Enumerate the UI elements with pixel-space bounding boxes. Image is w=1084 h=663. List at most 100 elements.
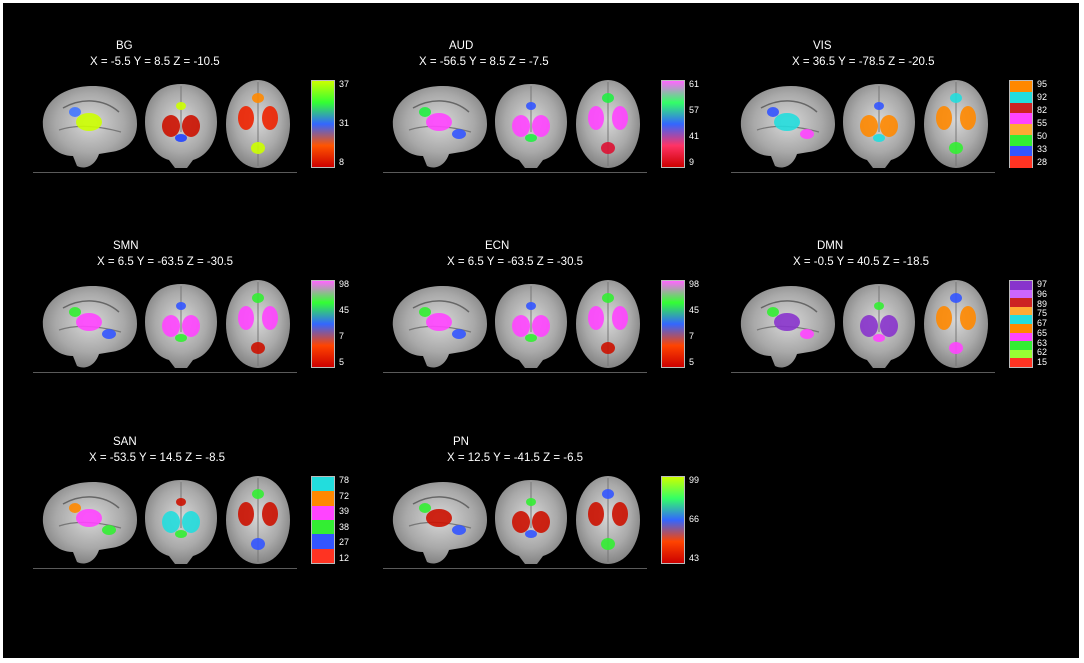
coronal-slice (843, 284, 915, 368)
colorbar (1009, 280, 1033, 368)
colorbar (661, 476, 685, 564)
colorbar-segment (1010, 324, 1032, 334)
colorbar-tick-label: 7 (339, 331, 345, 341)
brain-slices (731, 272, 1001, 372)
panel-title: DMN (817, 240, 844, 252)
colorbar-tick-label: 7 (689, 331, 695, 341)
sagittal-slice (740, 286, 835, 368)
colorbar-tick-label: 62 (1037, 347, 1048, 358)
colorbar-segment (1010, 298, 1032, 308)
colorbar-segment (1010, 156, 1032, 168)
colorbar-gradient (662, 281, 684, 367)
colorbar-tick-label: 28 (1037, 157, 1048, 167)
colorbar-tick-label: 38 (339, 521, 350, 532)
colorbar-tick-label: 98 (689, 279, 700, 289)
colorbar-tick-label: 92 (1037, 92, 1048, 102)
panel-divider (731, 172, 995, 173)
colorbar-tick-label: 99 (689, 475, 700, 485)
brain-slices-image (392, 476, 640, 564)
colorbar-tick-label: 55 (1037, 118, 1048, 128)
panel-divider (383, 172, 647, 173)
colorbar-tick-label: 75 (1037, 308, 1048, 319)
brain-slices (33, 272, 303, 372)
colorbar-tick-label: 95 (1037, 79, 1048, 89)
panel-divider (383, 568, 647, 569)
colorbar-segment (312, 520, 334, 535)
colorbar-segment (1010, 113, 1032, 125)
colorbar-tick-label: 61 (689, 79, 700, 89)
panel-divider (731, 372, 995, 373)
colorbar-tick-label: 98 (339, 279, 350, 289)
network-panel-smn: SMN X = 6.5 Y = -63.5 Z = -30.5 98 45 7 5 (33, 240, 373, 390)
colorbar-tick-label: 8 (339, 157, 345, 167)
colorbar-segment (1010, 332, 1032, 342)
colorbar-tick-label: 31 (339, 118, 350, 128)
sagittal-slice (392, 482, 487, 564)
panel-coordinates: X = 6.5 Y = -63.5 Z = -30.5 (97, 256, 234, 268)
panel-coordinates: X = -53.5 Y = 14.5 Z = -8.5 (89, 452, 226, 464)
colorbar-tick-label: 82 (1037, 105, 1048, 115)
colorbar-segment (1010, 349, 1032, 359)
panel-divider (33, 172, 297, 173)
panel-coordinates: X = -5.5 Y = 8.5 Z = -10.5 (90, 56, 220, 68)
colorbar-segment (1010, 124, 1032, 136)
sagittal-slice (42, 482, 137, 564)
brain-slices-image (740, 280, 988, 368)
colorbar (661, 80, 685, 168)
colorbar-tick-label: 67 (1037, 318, 1048, 328)
colorbar-tick-label: 89 (1037, 298, 1048, 309)
axial-slice (924, 280, 988, 368)
coronal-slice (495, 480, 567, 564)
brain-slices (383, 468, 653, 568)
panel-coordinates: X = 12.5 Y = -41.5 Z = -6.5 (447, 452, 584, 464)
colorbar-tick-label: 63 (1037, 337, 1048, 348)
brain-slices-image (42, 280, 290, 368)
coronal-slice (145, 84, 217, 168)
sagittal-slice (740, 86, 835, 168)
colorbar-tick-label: 66 (689, 514, 700, 524)
coronal-slice (145, 284, 217, 368)
colorbar-segment (1010, 341, 1032, 351)
colorbar (311, 80, 335, 168)
colorbar-segment (1010, 81, 1032, 93)
colorbar-tick-label: 45 (689, 305, 700, 315)
brain-slices-image (740, 80, 988, 168)
colorbar-segment (1010, 358, 1032, 368)
colorbar-tick-label: 57 (689, 105, 700, 115)
panel-divider (33, 372, 297, 373)
colorbar-tick-label: 41 (689, 131, 700, 141)
panel-title: SMN (113, 240, 139, 252)
colorbar-tick-label: 72 (339, 490, 350, 501)
colorbar-segment (1010, 134, 1032, 146)
panel-coordinates: X = 36.5 Y = -78.5 Z = -20.5 (792, 56, 935, 68)
colorbar-tick-label: 78 (339, 475, 350, 485)
colorbar-tick-label: 45 (339, 305, 350, 315)
colorbar (1009, 80, 1033, 168)
brain-slices (731, 72, 1001, 172)
panel-coordinates: X = -0.5 Y = 40.5 Z = -18.5 (793, 256, 930, 268)
colorbar-segment (1010, 145, 1032, 157)
axial-slice (924, 80, 988, 168)
colorbar-tick-label: 12 (339, 553, 350, 563)
colorbar-tick-label: 5 (339, 357, 345, 367)
colorbar-tick-label: 15 (1037, 357, 1048, 367)
brain-slices (383, 272, 653, 372)
axial-slice (226, 280, 290, 368)
panel-coordinates: X = -56.5 Y = 8.5 Z = -7.5 (419, 56, 549, 68)
colorbar-gradient (312, 81, 334, 167)
brain-slices-image (392, 280, 640, 368)
brain-slices (33, 468, 303, 568)
brain-slices (383, 72, 653, 172)
sagittal-slice (42, 86, 137, 168)
colorbar-segment (312, 548, 334, 564)
colorbar-tick-label: 5 (689, 357, 695, 367)
colorbar-tick-label: 65 (1037, 327, 1048, 338)
colorbar-tick-label: 27 (339, 537, 350, 548)
